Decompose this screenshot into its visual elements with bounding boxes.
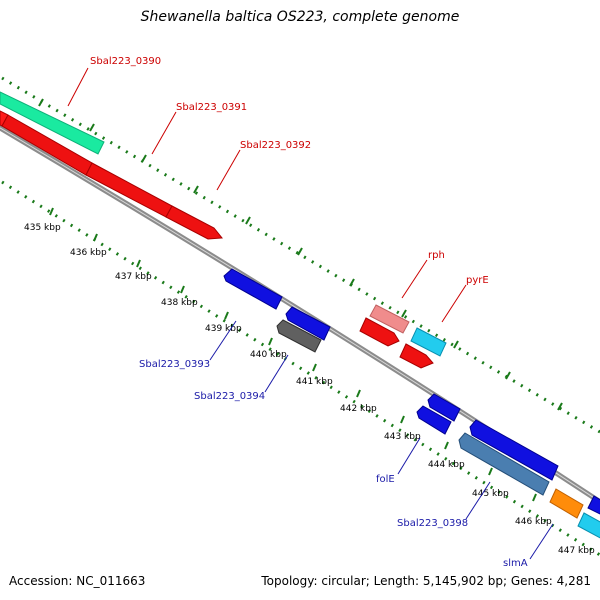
outer-tick-mark [193, 185, 199, 194]
inner-tick-mark [224, 311, 229, 320]
scale-label: 442 kbp [340, 404, 377, 414]
gene-sbal223-0394-blue [285, 306, 331, 341]
gene-label-slmA: slmA [503, 558, 528, 569]
gene-label-sbal223-0391: Sbal223_0391 [176, 102, 247, 113]
gene-label-pyrE: pyrE [466, 275, 489, 286]
label-leader-line [529, 523, 554, 560]
scale-label: 447 kbp [558, 546, 595, 556]
label-leader-line [151, 111, 177, 155]
gene-label-sbal223-0398: Sbal223_0398 [397, 518, 468, 529]
scale-label: 437 kbp [115, 272, 152, 282]
gene-label-sbal223-0394: Sbal223_0394 [194, 391, 265, 402]
outer-tick-mark [453, 340, 459, 349]
gene-sbal223-0391 [85, 162, 173, 218]
top-gene-labels: Sbal223_0390 Sbal223_0391 Sbal223_0392 r… [67, 56, 489, 323]
scale-label: 440 kbp [250, 350, 287, 360]
inner-tick-mark [268, 337, 273, 346]
inner-tick-mark [444, 441, 449, 450]
label-leader-line [67, 67, 89, 107]
gene-rph [359, 317, 400, 347]
inner-tick-mark [93, 233, 98, 242]
outer-tick-mark [557, 402, 563, 411]
scale-label: 446 kbp [515, 517, 552, 527]
scale-label: 444 kbp [428, 460, 465, 470]
gene-folE [416, 405, 452, 435]
inner-tick-mark [356, 389, 361, 398]
outer-tick-mark [297, 247, 303, 256]
gene-sbal223-0390 [0, 91, 105, 155]
outer-tick-ring [1, 76, 600, 434]
outer-tick-mark [401, 309, 407, 318]
outer-tick-mark [349, 278, 355, 287]
gene-label-sbal223-0390: Sbal223_0390 [90, 56, 161, 67]
scale-label: 445 kbp [472, 489, 509, 499]
gene-folE-upper [427, 393, 461, 422]
inner-tick-mark [532, 493, 537, 502]
genome-summary: Topology: circular; Length: 5,145,902 bp… [261, 574, 591, 588]
label-leader-line [397, 437, 421, 475]
outer-tick-mark [141, 154, 147, 163]
gene-sbal223-0394 [276, 319, 322, 353]
reverse-strand-genes [223, 268, 559, 496]
inner-tick-mark [488, 467, 493, 476]
scale-labels: 435 kbp 436 kbp 437 kbp 438 kbp 439 kbp … [24, 223, 595, 556]
gene-sbal223-0392 [165, 205, 223, 240]
inner-tick-ring [1, 180, 600, 557]
outer-tick-mark [38, 98, 44, 107]
gene-pyrE [399, 343, 434, 369]
gene-forward-orange [549, 488, 584, 519]
gene-forward-blue-right [587, 495, 600, 515]
gene-forward-cyan-right [577, 512, 600, 539]
inner-tick-mark [400, 415, 405, 424]
gene-pyrE-cyan [410, 327, 447, 357]
scale-label: 435 kbp [24, 223, 61, 233]
gene-sbal223-0398-blue [469, 419, 559, 481]
scale-label: 439 kbp [205, 324, 242, 334]
forward-strand-genes [0, 91, 600, 539]
inner-tick-mark [312, 363, 317, 372]
gene-rph-pale [369, 304, 410, 334]
label-leader-line [216, 149, 241, 191]
label-leader-line [465, 481, 491, 520]
accession-label: Accession: NC_011663 [9, 574, 146, 588]
inner-tick-mark [49, 207, 54, 216]
label-leader-line [264, 354, 289, 393]
outer-tick-mark [505, 371, 511, 380]
scale-label: 438 kbp [161, 298, 198, 308]
scale-label: 436 kbp [70, 248, 107, 258]
gene-sbal223-0398 [458, 432, 550, 496]
gene-label-folE: folE [376, 474, 395, 485]
figure-title: Shewanella baltica OS223, complete genom… [140, 9, 460, 25]
label-leader-line [209, 320, 237, 361]
gene-sbal223-0393 [223, 268, 283, 310]
inner-tick-mark [136, 259, 141, 268]
label-leader-line [401, 259, 428, 299]
bottom-gene-labels: Sbal223_0393 Sbal223_0394 folE Sbal223_0… [139, 320, 554, 569]
gene-label-sbal223-0392: Sbal223_0392 [240, 140, 311, 151]
outer-tick-mark [89, 123, 95, 132]
label-leader-line [441, 284, 467, 323]
outer-tick-mark [245, 216, 251, 225]
gene-label-sbal223-0393: Sbal223_0393 [139, 359, 210, 370]
inner-tick-ring-dots [1, 180, 600, 557]
gene-label-rph: rph [428, 250, 445, 261]
scale-label: 441 kbp [296, 377, 333, 387]
inner-tick-mark [180, 285, 185, 294]
scale-label: 443 kbp [384, 432, 421, 442]
